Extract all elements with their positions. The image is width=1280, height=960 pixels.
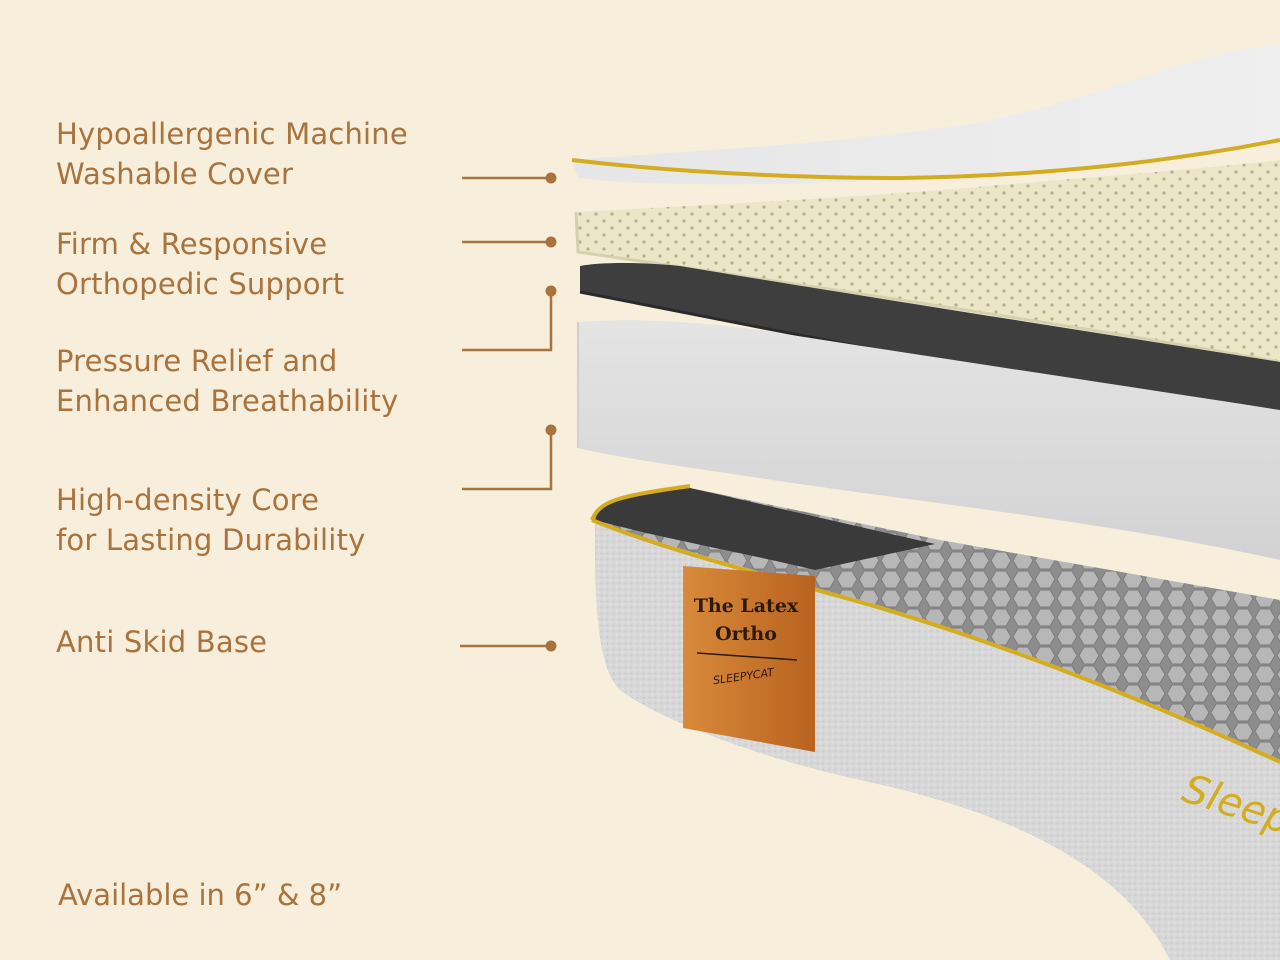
feature-cover-line1: Hypoallergenic Machine — [56, 117, 408, 151]
label-title-line2: Ortho — [715, 623, 777, 645]
leader-lines — [460, 172, 557, 652]
cover-layer — [571, 45, 1280, 185]
feature-support: Firm & Responsive Orthopedic Support — [56, 224, 344, 304]
feature-core-line1: High-density Core — [56, 483, 320, 517]
feature-base: Anti Skid Base — [56, 622, 267, 662]
feature-pressure-line1: Pressure Relief and — [56, 344, 338, 378]
feature-cover-line2: Washable Cover — [56, 157, 294, 191]
label-title-line1: The Latex — [694, 595, 799, 617]
leader-line-support — [462, 236, 557, 248]
core-layer — [577, 320, 1280, 560]
feature-support-line1: Firm & Responsive — [56, 227, 328, 261]
feature-core: High-density Core for Lasting Durability — [56, 480, 365, 560]
availability-note: Available in 6” & 8” — [58, 878, 343, 912]
leader-line-pressure — [462, 285, 557, 352]
feature-support-line2: Orthopedic Support — [56, 267, 345, 301]
feature-core-line2: for Lasting Durability — [56, 523, 366, 557]
feature-pressure-line2: Enhanced Breathability — [56, 384, 399, 418]
leader-line-cover — [462, 172, 557, 184]
leader-line-base — [460, 640, 557, 652]
mattress-label-tag: The Latex Ortho SLEEPYCAT — [683, 566, 815, 752]
feature-base-line1: Anti Skid Base — [56, 625, 268, 659]
feature-pressure-relief: Pressure Relief and Enhanced Breathabili… — [56, 341, 398, 421]
feature-cover: Hypoallergenic Machine Washable Cover — [56, 114, 408, 194]
leader-line-core — [462, 424, 557, 491]
